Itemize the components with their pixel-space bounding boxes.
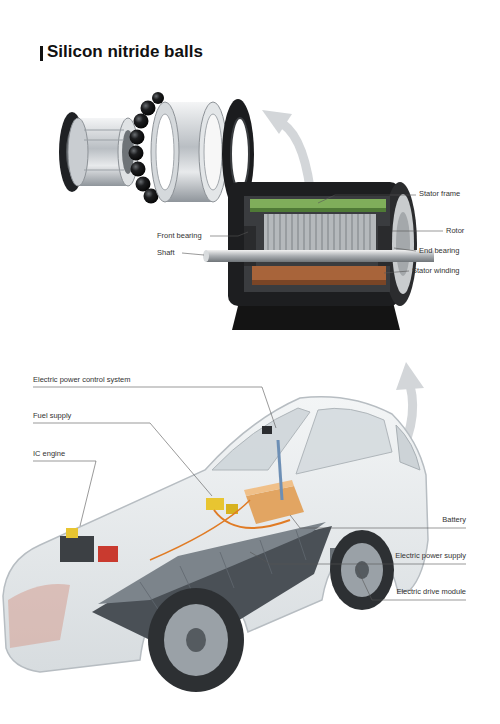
part-label: Front bearing xyxy=(157,231,202,240)
part-label: Shaft xyxy=(157,248,175,257)
part-label: Battery xyxy=(442,515,466,524)
leader-lines xyxy=(182,195,443,273)
leader-lines xyxy=(33,387,466,600)
title-bar xyxy=(40,46,43,61)
part-label: Stator winding xyxy=(412,266,460,275)
part-label: End bearing xyxy=(419,246,459,255)
part-label: Electric drive module xyxy=(396,587,466,596)
part-label: Electric power supply xyxy=(395,551,466,560)
part-label: Electric power control system xyxy=(33,375,131,384)
part-label: Rotor xyxy=(446,226,464,235)
title: Silicon nitride balls xyxy=(47,42,203,62)
part-label: Fuel supply xyxy=(33,411,71,420)
car-illustration xyxy=(3,397,428,692)
motor-illustration xyxy=(203,182,434,330)
part-label: IC engine xyxy=(33,449,65,458)
bearing-illustration xyxy=(59,92,254,209)
part-label: Stator frame xyxy=(419,189,460,198)
